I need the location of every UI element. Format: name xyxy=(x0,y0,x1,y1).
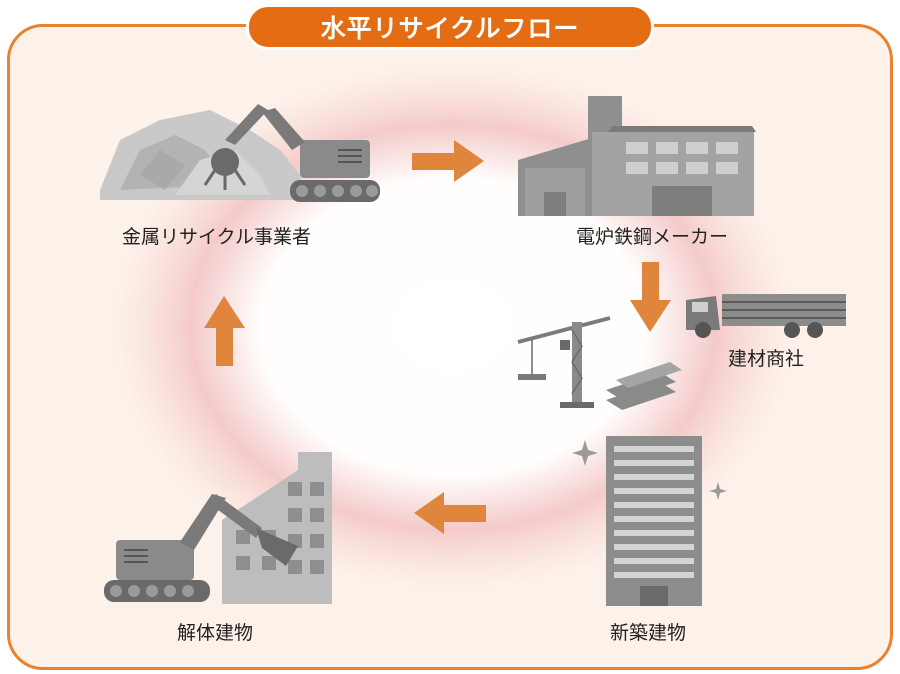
scrap-excavator-icon xyxy=(100,104,380,202)
flow-arrow-left-icon xyxy=(414,492,486,534)
node-label-new-building: 新築建物 xyxy=(610,622,687,644)
node-label-steelmaker: 電炉鉄鋼メーカー xyxy=(576,226,729,248)
demolition-icon xyxy=(104,452,332,604)
diagram-title: 水平リサイクルフロー xyxy=(320,14,580,43)
flow-arrow-up-icon xyxy=(204,296,245,366)
crane-and-steel-icon xyxy=(517,316,682,410)
truck-icon xyxy=(686,294,846,338)
node-label-recycler: 金属リサイクル事業者 xyxy=(122,226,312,248)
title-banner: 水平リサイクルフロー xyxy=(246,4,654,50)
flow-arrow-down-icon xyxy=(630,262,671,332)
factory-icon xyxy=(518,96,756,216)
flow-arrow-right-icon xyxy=(412,140,484,182)
node-label-trader: 建材商社 xyxy=(728,348,805,370)
node-label-demolition: 解体建物 xyxy=(177,622,254,644)
new-building-icon xyxy=(572,436,727,606)
